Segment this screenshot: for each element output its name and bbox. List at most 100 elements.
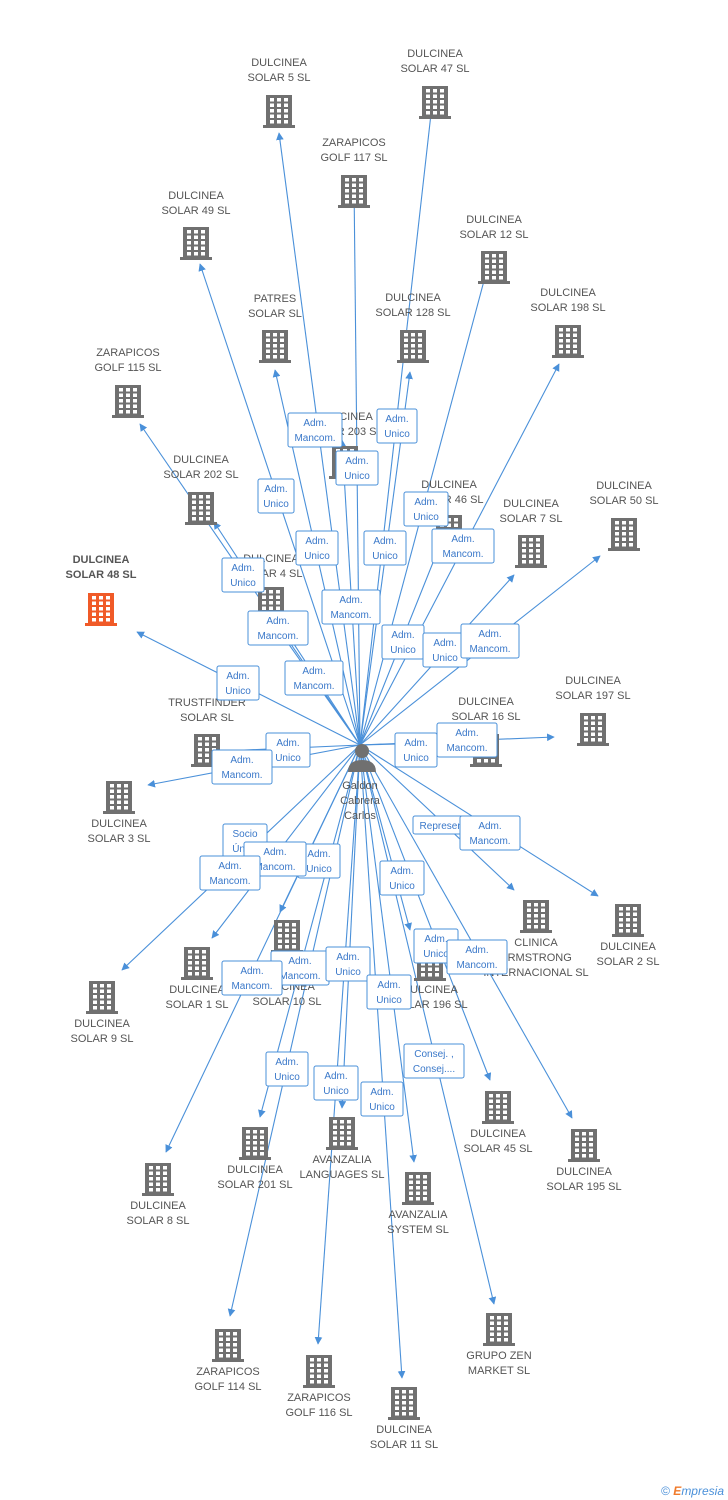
person-name-line-1: Galdon <box>342 780 377 792</box>
relation-badge[interactable]: Consej. ,Consej.... <box>403 1043 465 1079</box>
edge-c27 <box>359 744 492 1081</box>
relation-badge[interactable]: Adm.Unico <box>403 491 449 527</box>
building-icon <box>112 385 144 418</box>
relation-label-line: Adm. <box>305 536 328 547</box>
edge-c36 <box>359 744 406 1379</box>
relation-badge[interactable]: Adm.Unico <box>381 624 425 660</box>
relation-label-line: Mancom. <box>279 971 320 982</box>
relation-badge[interactable]: Adm.Mancom. <box>221 960 283 996</box>
relation-badge[interactable]: Adm.Unico <box>221 557 265 593</box>
relation-label-line: Adm. <box>240 966 263 977</box>
relation-label-line: Mancom. <box>294 433 335 444</box>
relation-badge[interactable]: Adm.Unico <box>366 974 412 1010</box>
relation-badge[interactable]: Adm.Mancom. <box>431 528 495 564</box>
company-label-line: SOLAR 8 SL <box>127 1215 190 1227</box>
relation-badge[interactable]: Adm.Unico <box>313 1065 359 1101</box>
relation-label-line: Adm. <box>231 563 254 574</box>
relation-badge[interactable]: Adm.Mancom. <box>287 412 343 448</box>
relation-label-line: Adm. <box>230 755 253 766</box>
relation-badge[interactable]: Adm.Unico <box>257 478 295 514</box>
company-label-line: DULCINEA <box>168 190 224 202</box>
edge-c32 <box>359 744 417 1163</box>
relation-badge[interactable]: Adm.Mancom. <box>436 722 498 758</box>
company-label-line: LANGUAGES SL <box>300 1169 385 1181</box>
building-icon <box>326 1117 358 1150</box>
company-label-line: CLINICA <box>514 937 558 949</box>
relation-badge[interactable]: Adm.Mancom. <box>459 815 521 851</box>
relation-badge[interactable]: Adm.Unico <box>422 632 468 668</box>
relation-label-line: Unico <box>390 645 416 656</box>
relation-badge[interactable]: Adm.Unico <box>295 530 339 566</box>
relation-badge[interactable]: Adm.Mancom. <box>460 623 520 659</box>
relation-label-line: Unico <box>384 429 410 440</box>
relation-badge[interactable]: Adm.Unico <box>335 450 379 486</box>
relation-badge[interactable]: Adm.Mancom. <box>446 939 508 975</box>
relation-label-line: Unico <box>423 949 449 960</box>
relation-label-line: Mancom. <box>469 836 510 847</box>
company-label-line: SOLAR 128 SL <box>375 307 450 319</box>
company-label-line: ZARAPICOS <box>322 137 386 149</box>
relation-badge[interactable]: Adm.Mancom. <box>284 660 344 696</box>
relation-badge[interactable]: Adm.Unico <box>360 1081 404 1117</box>
relation-label-line: Mancom. <box>469 644 510 655</box>
relation-badge[interactable]: Adm.Unico <box>265 732 311 768</box>
relation-label-line: Consej.... <box>413 1064 455 1075</box>
relation-label-line: Unico <box>413 512 439 523</box>
company-label-line: SOLAR 16 SL <box>451 711 520 723</box>
person-node[interactable]: Galdon Cabrera Carlos <box>340 744 381 822</box>
building-icon <box>239 1127 271 1160</box>
relation-badge[interactable]: Adm.Unico <box>265 1051 309 1087</box>
building-icon <box>103 781 135 814</box>
relation-badge[interactable]: Adm.Mancom. <box>199 855 261 891</box>
relation-label-line: Mancom. <box>456 960 497 971</box>
relation-badge[interactable]: Adm.Unico <box>376 408 418 444</box>
relation-badge[interactable]: Adm.Mancom. <box>321 589 381 625</box>
company-label-line: DULCINEA <box>376 1424 432 1436</box>
relation-badge[interactable]: Adm.Unico <box>216 665 260 701</box>
relation-badge[interactable]: Adm.Unico <box>297 843 341 879</box>
relation-badge[interactable]: Adm.Unico <box>363 530 407 566</box>
relation-badge[interactable]: Adm.Unico <box>379 860 425 896</box>
relation-label-line: Adm. <box>451 534 474 545</box>
company-label-line: SOLAR 195 SL <box>546 1181 621 1193</box>
company-label-line: SOLAR SL <box>180 712 234 724</box>
relation-badge[interactable]: Adm.Unico <box>394 732 438 768</box>
building-icon <box>185 492 217 525</box>
relation-badge[interactable]: Adm.Mancom. <box>211 749 273 785</box>
relation-badge[interactable]: Adm.Mancom. <box>247 610 309 646</box>
company-label-line: DULCINEA <box>540 287 596 299</box>
relation-label-line: Adm. <box>218 861 241 872</box>
footer-brand[interactable]: © Empresia <box>661 1484 724 1498</box>
building-icon <box>271 920 303 953</box>
relation-badge[interactable]: Adm.Unico <box>325 946 371 982</box>
